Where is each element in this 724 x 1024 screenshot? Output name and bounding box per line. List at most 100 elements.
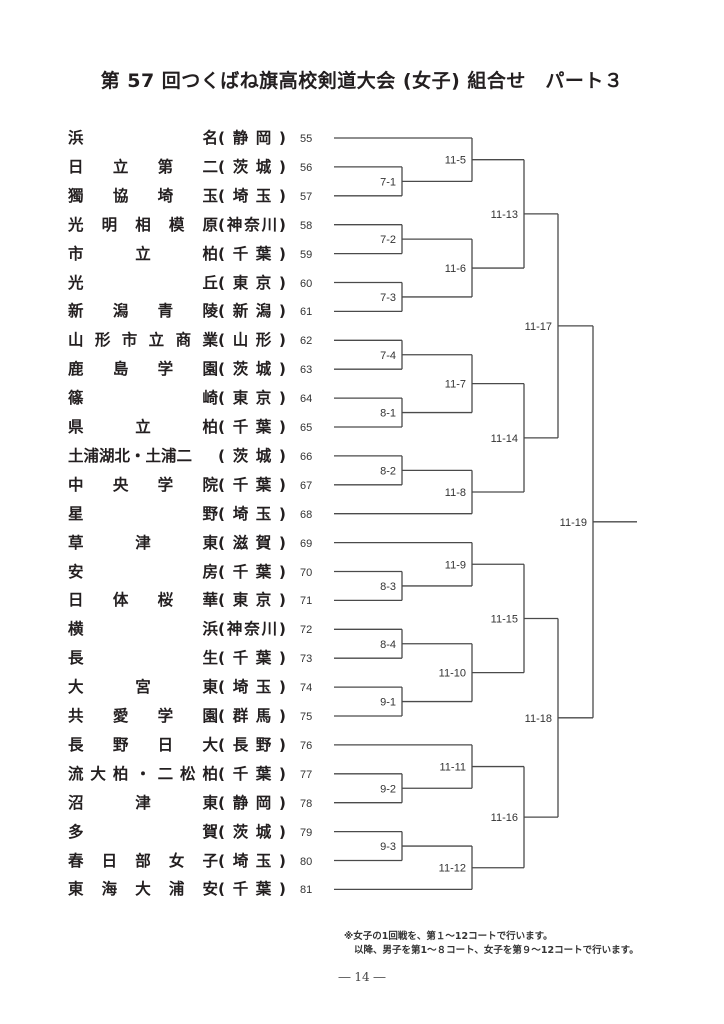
match-label-round2: 11-9 — [445, 559, 466, 571]
school-char: 華 — [202, 591, 218, 610]
school-char: 光 — [68, 215, 84, 234]
seed-number: 79 — [300, 826, 313, 839]
school-name: 新潟青陵(新潟) — [68, 301, 286, 321]
entry-row: 横浜(神奈川) 72 — [68, 619, 328, 639]
prefecture: (静岡) — [218, 129, 286, 147]
seed-number: 61 — [300, 306, 313, 319]
school-char: 篠 — [68, 389, 84, 408]
school-char: 第 — [157, 157, 174, 176]
school-char: 流 — [68, 764, 84, 783]
entry-row: 光明相模原(神奈川) 58 — [68, 215, 328, 235]
school-name: 鹿島学園(茨城) — [68, 359, 286, 379]
match-label-round1: 7-1 — [380, 176, 396, 188]
school-name: 星野(埼玉) — [68, 504, 286, 524]
seed-number: 65 — [300, 422, 313, 434]
match-label-round2: 11-7 — [445, 379, 466, 391]
school-name: 土浦湖北・土浦二(茨城) — [68, 446, 286, 466]
school-char: 柏 — [202, 244, 218, 263]
seed-number: 58 — [300, 219, 313, 232]
school-char: 大 — [68, 678, 84, 697]
entry-row: 長生(千葉)73 — [68, 648, 328, 668]
prefecture: (滋賀) — [218, 533, 286, 552]
school-char: 市 — [121, 331, 138, 350]
school-name: 春日部女子(埼玉) — [68, 851, 286, 871]
seed-number: 60 — [300, 277, 313, 290]
school-char: 市 — [68, 244, 84, 263]
school-char: 院 — [202, 475, 218, 494]
school-char: 大 — [135, 880, 151, 899]
match-label-round3: 11-14 — [491, 433, 518, 445]
school-char: 柏 — [202, 418, 218, 436]
school-char: 二 — [202, 157, 218, 176]
prefecture: (千葉) — [218, 880, 286, 899]
school-char: 協 — [112, 186, 129, 205]
school-char: 沼 — [68, 793, 84, 812]
school-char: 二 — [157, 764, 174, 783]
prefecture: (埼玉) — [218, 678, 286, 697]
footnote: ※女子の1回戦を、第１～12コートで行います。 以降、男子を第1～８コート、女子… — [344, 930, 639, 958]
prefecture: (千葉) — [218, 649, 286, 668]
entry-row: 日立第二(茨城)56 — [68, 157, 328, 177]
school-name: 沼津東(静岡) — [68, 793, 286, 813]
match-label-round1: 9-3 — [380, 841, 396, 853]
entry-row: 草津東(滋賀)69 — [68, 533, 328, 553]
school-char: 日 — [68, 591, 84, 610]
prefecture: (山形) — [218, 331, 286, 350]
school-char: 柏 — [112, 764, 129, 783]
school-char: 松 — [180, 764, 196, 783]
footnote-line-2: 以降、男子を第1～８コート、女子を第９～12コートで行います。 — [354, 945, 639, 956]
school-name: 横浜(神奈川) — [68, 619, 286, 639]
school-name: 光丘(東京) — [68, 273, 286, 293]
school-char: 央 — [112, 475, 129, 494]
school-char: 県 — [68, 418, 84, 436]
school-name: 東海大浦安(千葉) — [68, 879, 286, 899]
school-char: 星 — [68, 504, 84, 523]
school-char: 賀 — [202, 822, 218, 841]
school-char: 浜 — [68, 129, 84, 147]
school-char: 学 — [157, 360, 174, 379]
school-name: 中央学院(千葉) — [68, 475, 286, 495]
match-label-round2: 11-5 — [445, 155, 466, 167]
match-label-round4: 11-17 — [525, 321, 552, 333]
page-title: 第 57 回つくばね旗高校剣道大会 (女子) 組合せ パート３ — [100, 70, 624, 92]
school-char: 東 — [202, 533, 218, 552]
school-char: 立 — [135, 244, 151, 263]
prefecture: (千葉) — [218, 764, 286, 783]
school-char: 海 — [101, 880, 118, 899]
match-label-round1: 8-4 — [380, 639, 396, 651]
school-char: 房 — [202, 562, 218, 581]
entry-row: 浜名(静岡)55 — [68, 128, 328, 148]
school-name: 光明相模原(神奈川) — [68, 215, 286, 235]
school-name: 長野日大(長野) — [68, 735, 286, 755]
school-char: 浦 — [168, 880, 185, 899]
match-label-round3: 11-15 — [491, 613, 518, 625]
prefecture: (埼玉) — [218, 851, 286, 870]
seed-number: 59 — [300, 248, 313, 261]
seed-number: 73 — [300, 653, 313, 666]
prefecture: (茨城) — [218, 822, 286, 841]
school-name: 県立柏(千葉) — [68, 417, 286, 437]
prefecture: (千葉) — [218, 475, 286, 494]
school-char: 園 — [202, 360, 218, 379]
entry-row: 春日部女子(埼玉)80 — [68, 851, 328, 871]
school-char: 青 — [157, 302, 174, 321]
entry-row: 中央学院(千葉)67 — [68, 475, 328, 495]
school-char: 大 — [202, 735, 218, 754]
school-name: 日立第二(茨城) — [68, 157, 286, 177]
prefecture: (埼玉) — [218, 186, 286, 205]
entry-row: 篠崎(東京)64 — [68, 388, 328, 408]
match-label-round1: 7-2 — [380, 234, 396, 246]
entry-row: 獨協埼玉(埼玉)57 — [68, 186, 328, 206]
seed-number: 57 — [300, 190, 313, 203]
seed-number: 69 — [300, 537, 313, 550]
school-char: 長 — [68, 649, 84, 668]
match-label-final: 11-19 — [560, 517, 587, 529]
seed-number: 72 — [300, 624, 313, 637]
prefecture: (千葉) — [218, 244, 286, 263]
school-char: 相 — [135, 215, 151, 234]
school-char: 丘 — [202, 273, 218, 292]
seed-number: 74 — [300, 682, 313, 695]
prefecture: (新潟) — [218, 302, 286, 321]
school-char: 原 — [202, 215, 218, 234]
school-char: 愛 — [112, 707, 129, 725]
